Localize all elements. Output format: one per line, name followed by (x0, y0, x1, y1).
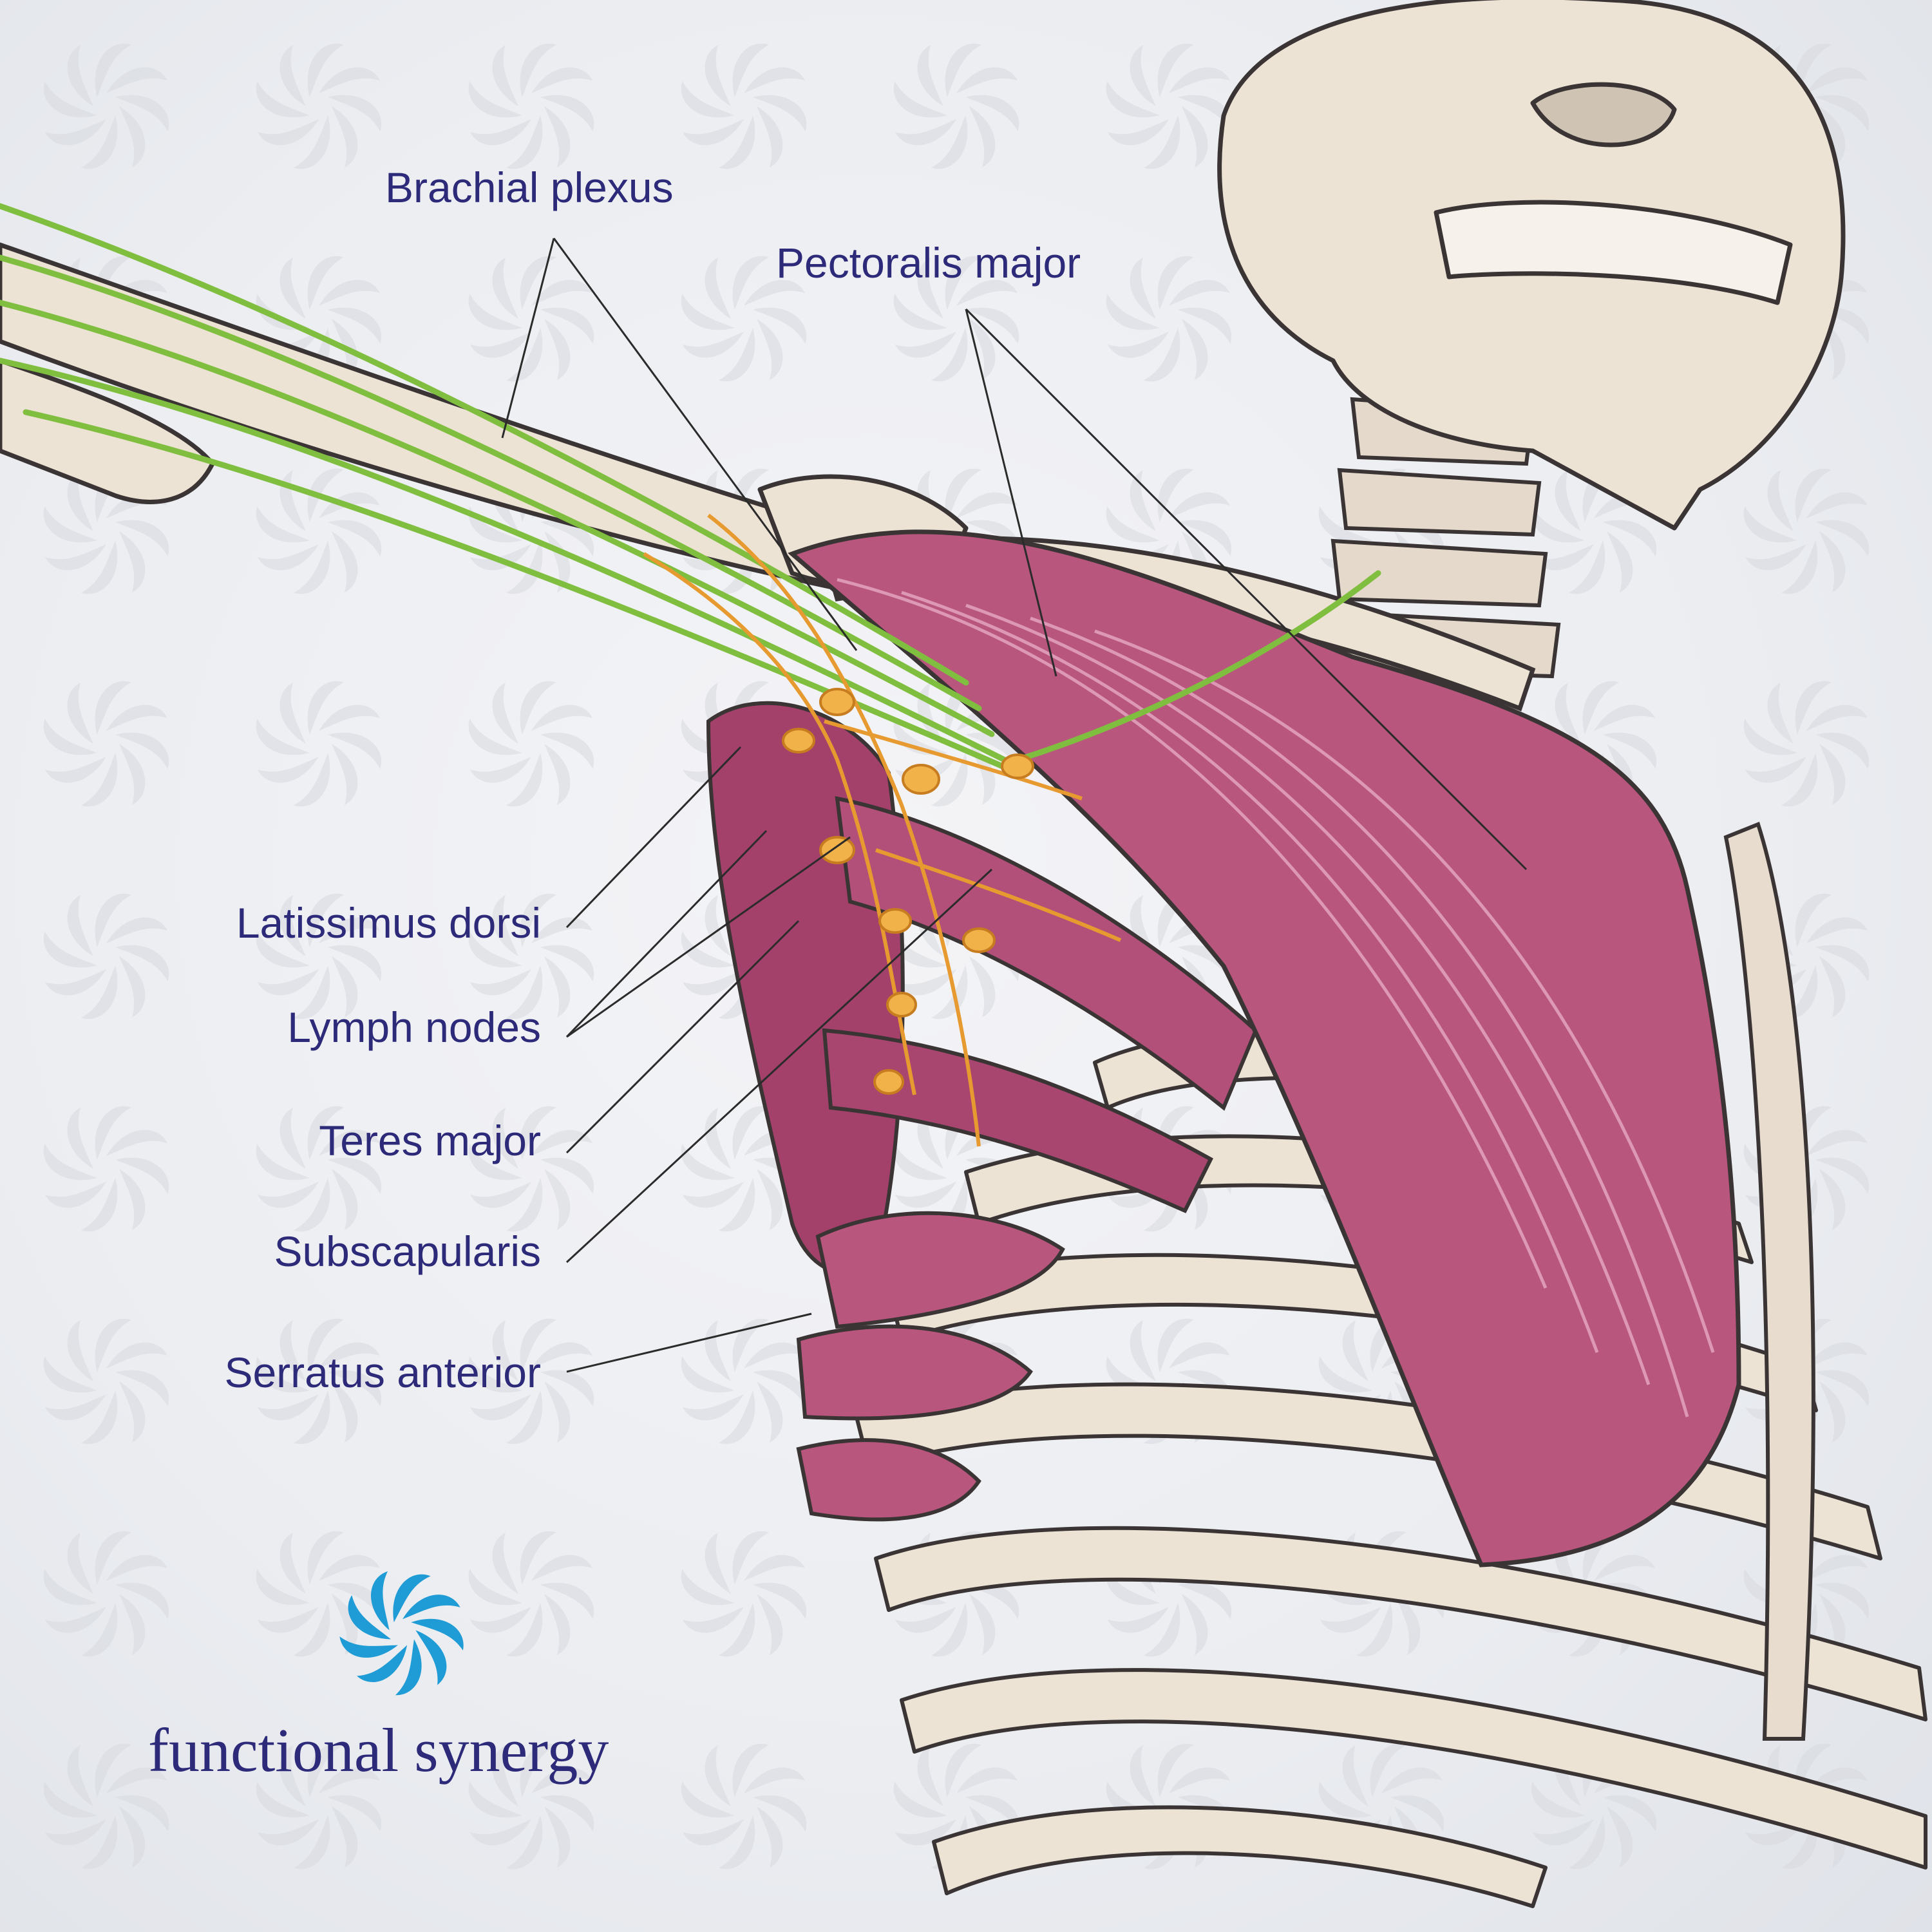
pectoralis-major-muscle (788, 529, 1741, 1567)
leader-lymph-nodes (565, 829, 768, 1038)
leader-pectoralis-major (965, 308, 1057, 677)
label-lymph-nodes: Lymph nodes (287, 1003, 541, 1051)
leader-brachial-plexus (501, 238, 555, 439)
swirl-logo-icon (339, 1571, 464, 1696)
lymph-vessels (643, 513, 1122, 1147)
sternum (1723, 822, 1815, 1741)
leader-teres-major (565, 920, 800, 1154)
leader-lines (501, 238, 1528, 1373)
leader-subscapularis (565, 868, 993, 1264)
brand-name: functional synergy (148, 1716, 609, 1785)
leader-brachial-plexus-2 (553, 238, 858, 651)
label-latissimus-dorsi: Latissimus dorsi (236, 899, 541, 947)
label-subscapularis: Subscapularis (274, 1227, 541, 1275)
lymph-nodes (782, 688, 1034, 1095)
leader-serratus-anterior (566, 1312, 812, 1373)
skull (1217, 0, 1846, 531)
label-teres-major: Teres major (319, 1117, 541, 1164)
leader-lymph-nodes-2 (566, 836, 851, 1038)
leader-pectoralis-major-2 (965, 308, 1528, 871)
label-serratus-anterior: Serratus anterior (224, 1349, 541, 1396)
leader-latissimus-dorsi (565, 746, 742, 929)
label-brachial-plexus: Brachial plexus (385, 164, 674, 211)
label-pectoralis-major: Pectoralis major (776, 239, 1081, 287)
serratus-anterior-muscle (796, 1211, 1065, 1522)
